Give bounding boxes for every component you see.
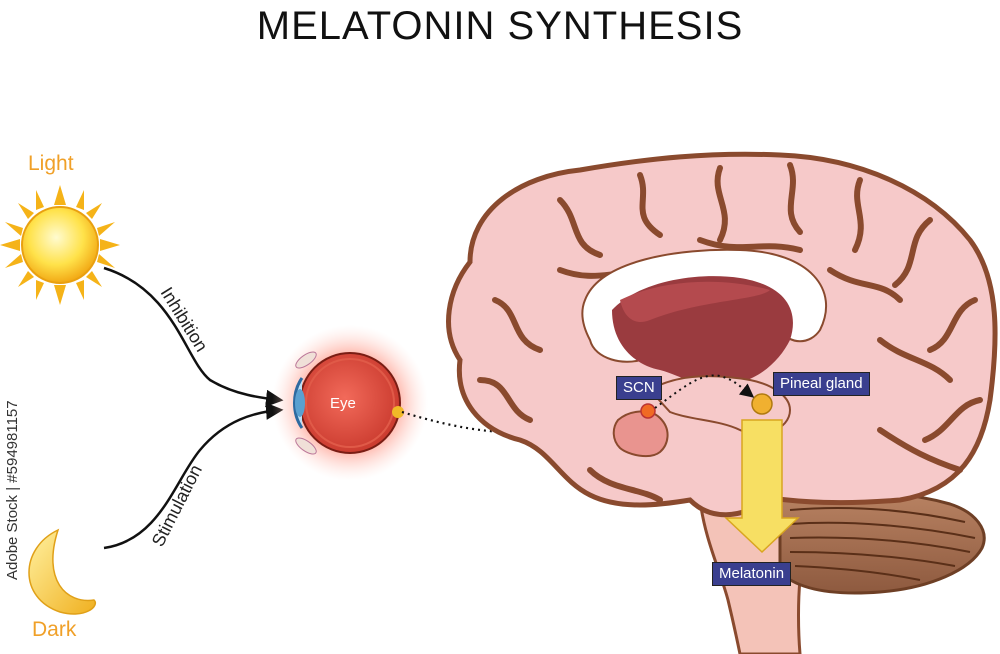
scn-dot <box>640 403 656 419</box>
melatonin-arrow <box>724 419 800 554</box>
light-label: Light <box>28 152 74 175</box>
dark-label: Dark <box>32 618 77 641</box>
inhibition-arrow <box>103 266 284 408</box>
pineal-gland-label: Pineal gland <box>773 372 870 396</box>
stimulation-label: Stimulation <box>148 461 206 549</box>
cerebellum <box>778 489 986 595</box>
brain-illustration <box>446 151 998 654</box>
cerebellum-folia <box>789 507 976 581</box>
scn-label: SCN <box>616 376 662 400</box>
hypothalamus <box>612 410 669 458</box>
stimulation-arrow <box>103 402 284 550</box>
page-title: MELATONIN SYNTHESIS <box>256 4 744 48</box>
sun-icon <box>0 185 120 305</box>
moon-icon <box>28 528 97 615</box>
inhibition-label: Inhibition <box>157 284 212 356</box>
eye-illustration <box>272 325 428 481</box>
eye-label: Eye <box>330 395 356 412</box>
brain-sulci <box>477 162 983 503</box>
melatonin-label: Melatonin <box>712 562 792 586</box>
watermark: Adobe Stock | #594981157 <box>4 400 21 580</box>
pineal-gland-icon <box>751 393 773 415</box>
scn-pineal-pathway <box>654 374 755 409</box>
